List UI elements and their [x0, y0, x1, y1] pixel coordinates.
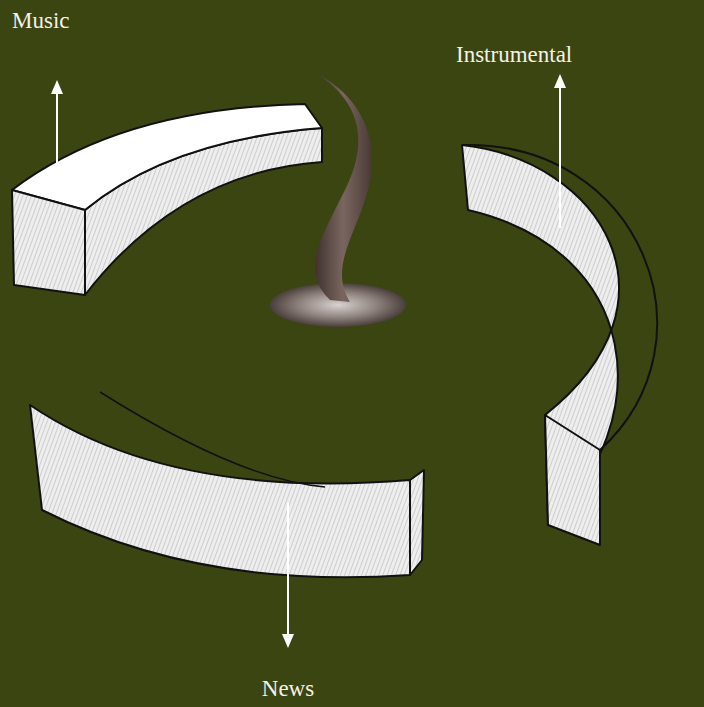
leader-arrow: [51, 74, 566, 648]
label: Music: [12, 8, 70, 33]
label: News: [262, 676, 314, 701]
band-news: [30, 392, 424, 577]
swirl: [270, 72, 406, 327]
band-music: [12, 104, 322, 295]
label: Instrumental: [456, 42, 572, 67]
